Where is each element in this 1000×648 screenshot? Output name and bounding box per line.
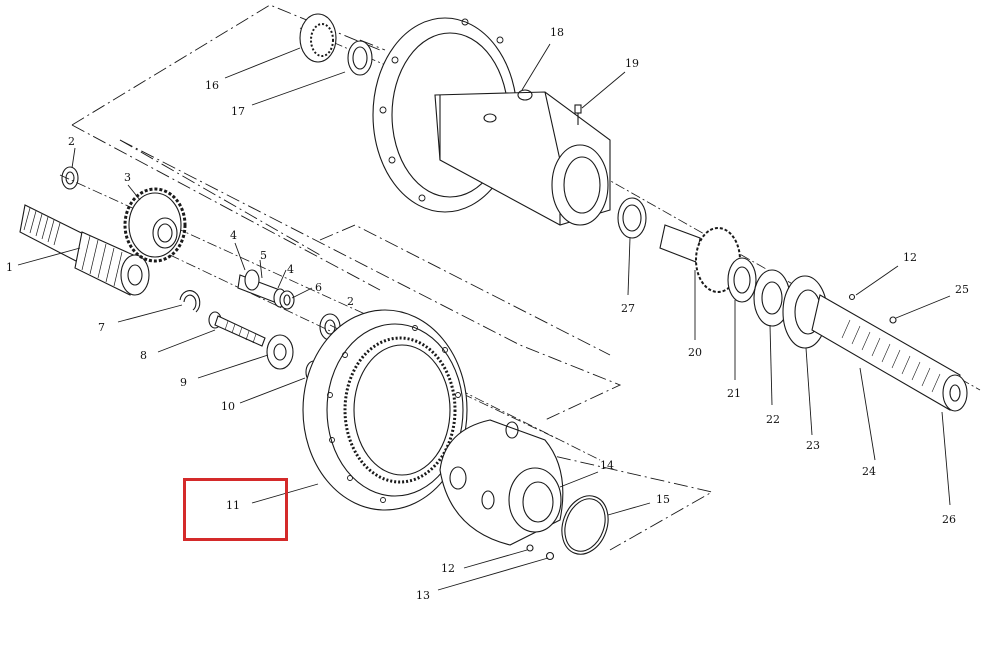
label-part-24: 24: [862, 465, 876, 478]
label-part-9: 9: [180, 376, 187, 389]
label-part-25: 25: [955, 283, 969, 296]
label-part-11: 11: [226, 499, 240, 512]
label-part-1: 1: [6, 261, 13, 274]
assembly-outlines: [71, 4, 714, 551]
label-part-8: 8: [140, 349, 147, 362]
planet-carrier-part-14: [439, 419, 564, 546]
input-shaft-part-1: [19, 204, 150, 296]
circlip-part-15: [561, 495, 609, 555]
label-part-12-lower: 12: [441, 562, 455, 575]
label-part-26: 26: [942, 513, 956, 526]
label-part-12-upper: 12: [903, 251, 917, 264]
label-part-2-lower: 2: [347, 295, 354, 308]
label-part-27: 27: [621, 302, 635, 315]
label-part-21: 21: [727, 387, 741, 400]
label-part-5: 5: [260, 249, 267, 262]
label-part-14: 14: [600, 459, 614, 472]
label-part-20: 20: [688, 346, 702, 359]
label-part-19: 19: [625, 57, 639, 70]
label-part-6: 6: [315, 281, 322, 294]
output-shaft-part-24: [811, 294, 968, 412]
label-part-4-lower: 4: [287, 263, 294, 276]
label-part-22: 22: [766, 413, 780, 426]
label-part-17: 17: [231, 105, 245, 118]
spacer-part-21: [727, 257, 757, 303]
screw-part-25: [889, 316, 897, 324]
ring-gear-part-11: [302, 309, 468, 511]
label-part-23: 23: [806, 439, 820, 452]
thrust-washer-part-9: [266, 334, 294, 370]
leader-lines: [17, 43, 951, 591]
screw-part-12-13: [526, 544, 555, 561]
snap-ring-part-7: [179, 290, 201, 313]
bolt-part-19: [574, 104, 582, 125]
label-part-7: 7: [98, 321, 105, 334]
label-part-10: 10: [221, 400, 235, 413]
axle-housing-part-18: [372, 17, 611, 226]
bolt-part-8: [208, 311, 266, 347]
washer-part-2-upper: [61, 166, 79, 190]
pin-part-4-5: [237, 269, 287, 308]
label-part-3: 3: [124, 171, 131, 184]
highlight-box-part-11: [183, 478, 288, 541]
gear-part-3: [123, 187, 187, 263]
label-part-4-upper: 4: [230, 229, 237, 242]
label-part-18: 18: [550, 26, 564, 39]
bushing-part-6: [279, 290, 295, 310]
pin-part-12-upper: [848, 293, 856, 301]
label-part-13: 13: [416, 589, 430, 602]
label-part-2-upper: 2: [68, 135, 75, 148]
bearing-part-16: [299, 13, 337, 63]
label-part-16: 16: [205, 79, 219, 92]
label-part-15: 15: [656, 493, 670, 506]
seal-part-17: [347, 40, 373, 76]
oil-seal-part-27: [617, 197, 647, 239]
